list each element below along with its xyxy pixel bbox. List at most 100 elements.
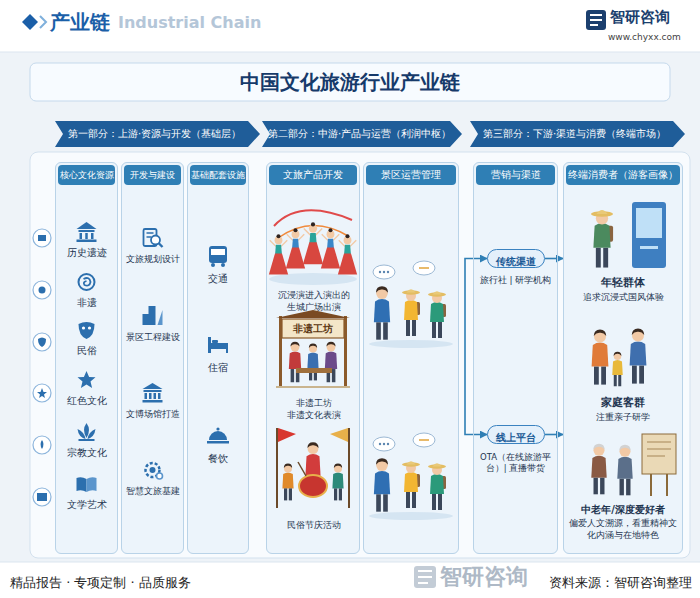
side-icon-strip — [33, 436, 51, 454]
build-icon — [143, 383, 163, 389]
guide-illustration — [369, 261, 453, 348]
column-fill — [55, 162, 118, 554]
elder-illustration — [642, 434, 676, 474]
side-icon-strip — [33, 229, 51, 247]
brand-watermark: 智研咨询 — [440, 563, 550, 592]
connector-group — [465, 259, 563, 435]
header-icon — [22, 14, 38, 30]
watermark-logo — [414, 566, 436, 588]
visitor-note: 注重亲子研学 — [564, 412, 682, 424]
resource-item: 宗教文化 — [55, 446, 118, 459]
footer-band — [0, 562, 700, 598]
page-ground — [0, 52, 700, 53]
side-icon-strip — [33, 281, 51, 299]
resource-icon — [88, 429, 96, 439]
resource-icon — [79, 322, 95, 339]
facility-icon — [209, 246, 227, 263]
build-icon — [143, 383, 163, 403]
page-heading: 产业链 — [50, 9, 120, 35]
resource-icon — [77, 477, 87, 492]
family-illustration — [592, 329, 609, 384]
guide-illustration — [383, 271, 385, 273]
part-title: 第二部分：中游·产品与运营（利润中枢） — [262, 121, 462, 147]
column-fill — [266, 162, 360, 554]
workshop-illustration — [307, 344, 318, 381]
facility-icon — [209, 246, 227, 267]
resource-icon — [79, 322, 95, 339]
build-icon — [146, 463, 163, 479]
watermark-logo — [418, 571, 432, 583]
side-icon-strip — [37, 388, 47, 398]
elder-illustration — [647, 442, 671, 456]
visitor-group: 年轻群体 — [564, 276, 682, 290]
diagram-title: 中国文化旅游行业产业链 — [30, 63, 670, 101]
festival-illustration — [299, 475, 327, 497]
resource-icon — [87, 477, 97, 492]
side-icon-strip — [41, 440, 44, 449]
guide-illustration — [374, 286, 390, 339]
column-fill — [121, 162, 184, 554]
build-item: 文旅规划设计 — [121, 254, 184, 266]
dance-illustration — [269, 273, 357, 285]
column-header: 景区运营管理 — [366, 165, 456, 185]
resource-icon — [78, 423, 96, 441]
build-icon — [143, 229, 163, 479]
young-visitor-illustration — [640, 246, 658, 249]
family-illustration — [592, 328, 647, 386]
resource-icon — [78, 371, 96, 388]
resource-item: 历史遗迹 — [55, 246, 118, 259]
facility-item: 餐饮 — [187, 452, 249, 465]
festival-illustration — [332, 464, 343, 501]
column-panel: 终端消费者（游客画像） — [563, 162, 683, 554]
title-banner — [30, 63, 670, 101]
logo-icon — [586, 10, 606, 30]
guide-illustration — [373, 265, 395, 279]
build-item: 文博场馆打造 — [121, 409, 184, 421]
resource-icon — [82, 326, 85, 329]
build-icon — [143, 306, 163, 325]
part-title: 第一部分：上游·资源与开发（基础层） — [55, 121, 260, 147]
resource-icon — [78, 371, 96, 388]
column-header: 基础配套设施 — [190, 165, 246, 185]
watermark-logo — [414, 566, 436, 588]
facility-icon — [211, 263, 215, 267]
resource-icon — [85, 233, 88, 239]
build-icon — [157, 473, 163, 479]
channel-detail: 旅行社 | 研学机构 — [474, 275, 557, 287]
workshop-illustration — [282, 319, 344, 338]
facility-icon — [207, 441, 229, 444]
family-illustration — [612, 352, 623, 387]
flow-arrow — [545, 434, 563, 436]
column-header: 开发与建设 — [124, 165, 181, 185]
part-banner: 第二部分：中游·产品与运营（利润中枢） — [262, 121, 462, 147]
guide-illustration — [379, 271, 381, 273]
resource-item: 非遗 — [55, 296, 118, 309]
facility-item: 交通 — [187, 272, 249, 285]
product-caption: 民俗节庆活动 — [268, 520, 360, 532]
column-header: 终端消费者（游客画像） — [566, 165, 680, 185]
main-panel — [30, 152, 690, 558]
side-icon-strip — [38, 235, 46, 241]
column-panel: 核心文化资源 — [55, 162, 118, 554]
side-icon-strip — [33, 333, 51, 351]
dance-illustration — [303, 222, 323, 264]
dance-illustration — [269, 234, 288, 274]
facility-icon — [226, 347, 228, 353]
header-icon — [40, 16, 46, 28]
build-icon — [143, 400, 163, 403]
main-panel — [30, 152, 690, 558]
logo-url: www.chyxx.com — [608, 32, 696, 44]
sign-text: 非遗工坊 — [283, 323, 343, 335]
guide-illustration — [428, 291, 446, 338]
workshop-illustration — [289, 342, 301, 382]
festival-illustration — [276, 428, 350, 508]
title-banner — [30, 63, 670, 101]
product-caption: 沉浸演进入演出的 生城广场出演 — [268, 290, 360, 313]
side-icon-strip — [39, 287, 46, 294]
column-header: 营销与渠道 — [476, 165, 555, 185]
side-icon-strip — [33, 229, 51, 506]
resource-icon — [77, 222, 97, 229]
guide-illustration — [369, 433, 453, 520]
